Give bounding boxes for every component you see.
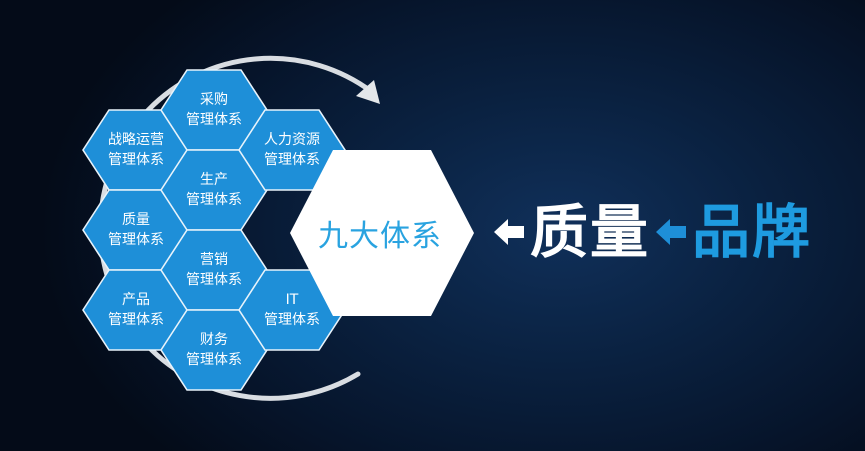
hex-strategy-subtitle: 管理体系 [108, 152, 164, 168]
left-arrow-icon [656, 219, 687, 245]
quality-brand-flow: 质量 品牌 [488, 192, 812, 272]
hex-strategy-title: 战略运营 [108, 132, 164, 148]
hex-finance: 财务 管理体系 [161, 310, 267, 390]
quality-label: 质量 [530, 198, 651, 266]
hex-hr-subtitle: 管理体系 [264, 152, 320, 168]
hex-it-title: IT [285, 292, 299, 308]
hex-finance-title: 财务 [200, 332, 228, 348]
brand-label: 品牌 [692, 198, 813, 266]
hex-marketing-subtitle: 管理体系 [186, 272, 242, 288]
hex-it-subtitle: 管理体系 [264, 312, 320, 328]
hex-quality-title: 质量 [122, 212, 150, 228]
left-arrow-icon [494, 219, 524, 245]
hex-product-title: 产品 [122, 292, 150, 308]
hex-product-subtitle: 管理体系 [108, 312, 164, 328]
hex-production: 生产 管理体系 [161, 150, 267, 230]
hex-marketing-title: 营销 [200, 252, 228, 268]
hex-it: IT 管理体系 [239, 270, 345, 350]
hex-strategy: 战略运营 管理体系 [83, 110, 189, 190]
hex-procurement: 采购 管理体系 [161, 70, 267, 150]
hex-quality: 质量 管理体系 [83, 190, 189, 270]
center-hex-shape [290, 150, 474, 316]
hex-marketing: 营销 管理体系 [161, 230, 267, 310]
hex-production-title: 生产 [200, 172, 228, 188]
hex-production-subtitle: 管理体系 [186, 192, 242, 208]
hex-procurement-title: 采购 [200, 92, 228, 108]
hex-procurement-subtitle: 管理体系 [186, 112, 242, 128]
hex-product: 产品 管理体系 [83, 270, 189, 350]
hex-hr-title: 人力资源 [264, 132, 320, 148]
hex-finance-subtitle: 管理体系 [186, 352, 242, 368]
center-hex-label: 九大体系 [318, 219, 442, 254]
hex-quality-subtitle: 管理体系 [108, 232, 164, 248]
hex-hr: 人力资源 管理体系 [239, 110, 345, 190]
